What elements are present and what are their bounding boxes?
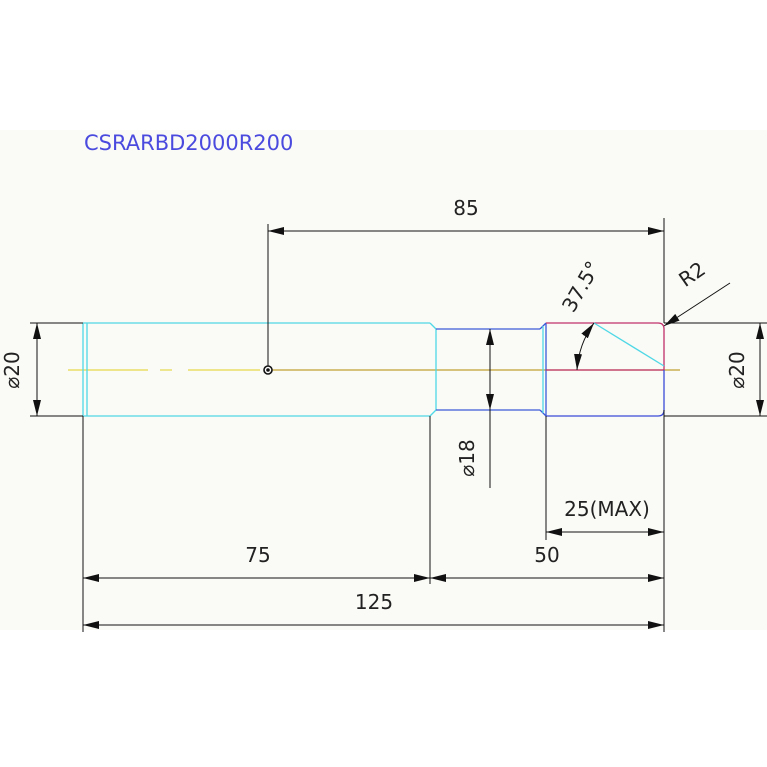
dim-text-neck-diameter: ⌀18	[455, 439, 479, 477]
dim-text-gauge-length: 85	[453, 196, 478, 220]
angle-arc	[574, 322, 595, 371]
dim-text-neck-length: 50	[534, 543, 559, 567]
dim-text-radius: R2	[674, 257, 710, 292]
dim-text-tip-length: 25(MAX)	[564, 497, 650, 521]
dim-text-angle: 37.5°	[557, 257, 605, 316]
dim-text-shank-diameter: ⌀20	[0, 351, 24, 389]
dimension-lines	[30, 218, 767, 632]
tip-outline	[546, 322, 665, 417]
dim-text-shank-length: 75	[245, 543, 270, 567]
dim-text-tip-diameter: ⌀20	[725, 351, 749, 389]
dim-text-overall-length: 125	[355, 590, 393, 614]
gauge-point-center	[266, 368, 270, 372]
drawing-background	[0, 130, 767, 630]
radius-leader	[663, 282, 731, 327]
drawing-title: CSRARBD2000R200	[84, 131, 293, 155]
shank-outline	[82, 322, 437, 417]
